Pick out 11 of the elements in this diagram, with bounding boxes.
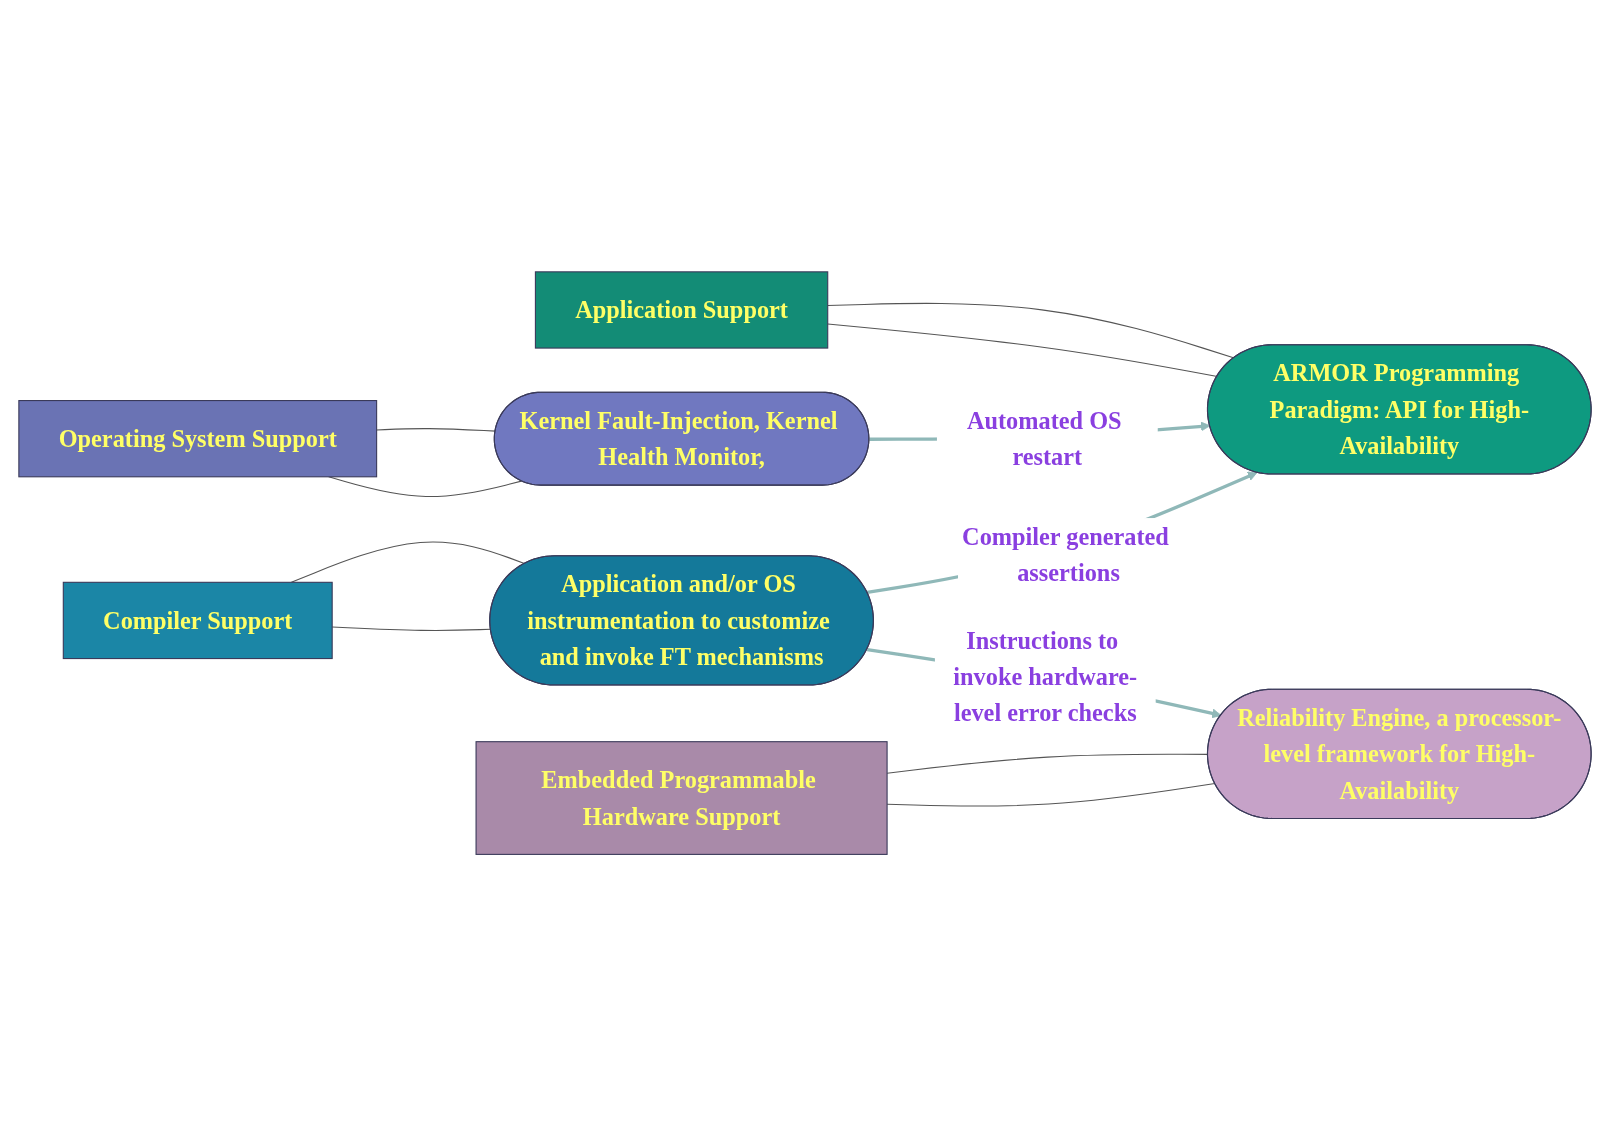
node-box: Compiler Support [62,582,333,660]
arrow [866,472,1258,595]
node-box: Operating System Support [18,400,378,478]
connector [827,303,1235,359]
node-box: Embedded Programmable Hardware Support [475,741,888,856]
edge-label: Instructions to invoke hardware-level error checks [953,626,1138,728]
node-box: Application Support [534,271,829,349]
connector [290,541,526,584]
connector [827,323,1218,378]
edge-label: Compiler generated assertions [962,522,1169,587]
edge-label: Automated OS restart [966,407,1122,472]
